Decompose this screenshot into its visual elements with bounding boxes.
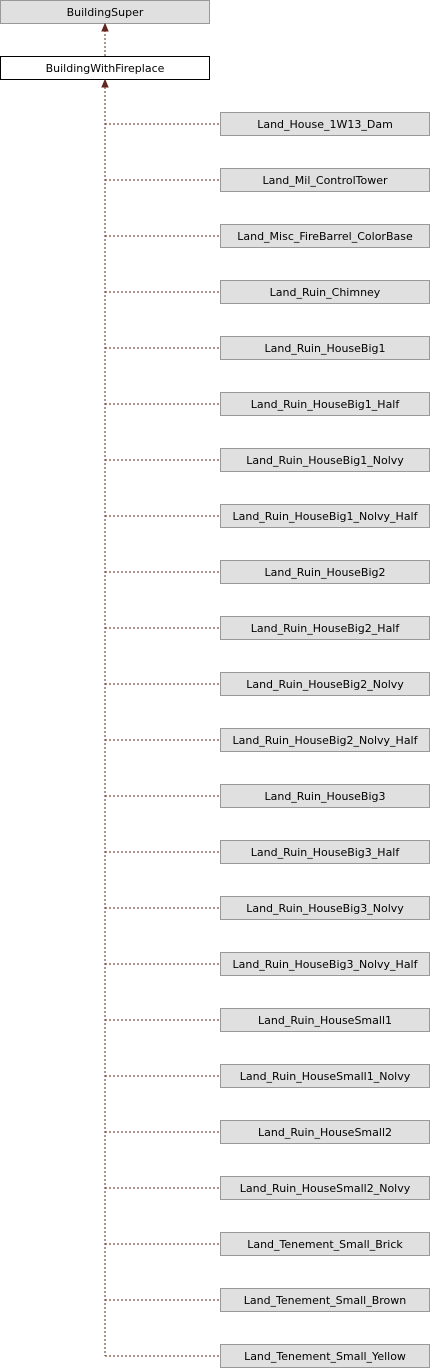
children-trunk-arrow <box>101 78 109 88</box>
derived-class-label: Land_Ruin_HouseBig2_Nolvy_Half <box>232 734 418 747</box>
derived-class-node[interactable]: Land_Ruin_HouseSmall1 <box>220 1008 430 1032</box>
derived-class-label: Land_Ruin_HouseBig3_Nolvy_Half <box>232 958 418 971</box>
derived-class-node[interactable]: Land_Ruin_HouseBig1_Half <box>220 392 430 416</box>
derived-class-label: Land_Tenement_Small_Yellow <box>244 1350 406 1363</box>
derived-class-label: Land_Ruin_HouseSmall1_Nolvy <box>240 1070 411 1083</box>
derived-class-node[interactable]: Land_Ruin_HouseBig3 <box>220 784 430 808</box>
derived-class-node[interactable]: Land_Tenement_Small_Brick <box>220 1232 430 1256</box>
derived-class-label: Land_Ruin_Chimney <box>270 286 381 299</box>
derived-class-label: Land_Misc_FireBarrel_ColorBase <box>237 230 413 243</box>
derived-class-node[interactable]: Land_Tenement_Small_Yellow <box>220 1344 430 1368</box>
derived-class-node[interactable]: Land_Ruin_HouseBig2 <box>220 560 430 584</box>
derived-class-node[interactable]: Land_Ruin_HouseSmall2_Nolvy <box>220 1176 430 1200</box>
derived-class-label: Land_Ruin_HouseBig1_Half <box>251 398 401 411</box>
derived-class-node[interactable]: Land_Ruin_HouseBig2_Nolvy_Half <box>220 728 430 752</box>
derived-class-label: Land_Tenement_Small_Brick <box>247 1238 403 1251</box>
derived-class-node[interactable]: Land_House_1W13_Dam <box>220 112 430 136</box>
derived-class-label: Land_Ruin_HouseBig3_Nolvy <box>246 902 404 915</box>
derived-class-label: Land_Ruin_HouseBig3_Half <box>251 846 401 859</box>
derived-class-node[interactable]: Land_Ruin_Chimney <box>220 280 430 304</box>
derived-class-node[interactable]: Land_Mil_ControlTower <box>220 168 430 192</box>
derived-class-label: Land_Ruin_HouseBig1_Nolvy <box>246 454 404 467</box>
derived-class-label: Land_Ruin_HouseBig2_Nolvy <box>246 678 404 691</box>
derived-class-node[interactable]: Land_Tenement_Small_Brown <box>220 1288 430 1312</box>
derived-class-label: Land_Ruin_HouseBig2 <box>264 566 385 579</box>
derived-class-label: Land_Ruin_HouseSmall2_Nolvy <box>240 1182 411 1195</box>
derived-class-node[interactable]: Land_Ruin_HouseBig2_Half <box>220 616 430 640</box>
derived-class-node[interactable]: Land_Ruin_HouseBig3_Nolvy <box>220 896 430 920</box>
current-class-label: BuildingWithFireplace <box>46 62 165 75</box>
derived-class-node[interactable]: Land_Ruin_HouseBig1_Nolvy_Half <box>220 504 430 528</box>
derived-class-label: Land_Ruin_HouseBig1 <box>264 342 385 355</box>
derived-class-label: Land_Ruin_HouseSmall1 <box>258 1014 392 1027</box>
derived-class-node[interactable]: Land_Ruin_HouseBig1 <box>220 336 430 360</box>
derived-class-node[interactable]: Land_Ruin_HouseSmall1_Nolvy <box>220 1064 430 1088</box>
derived-class-label: Land_House_1W13_Dam <box>257 118 393 131</box>
derived-class-node[interactable]: Land_Ruin_HouseBig2_Nolvy <box>220 672 430 696</box>
derived-class-label: Land_Ruin_HouseBig3 <box>264 790 385 803</box>
derived-class-node[interactable]: Land_Misc_FireBarrel_ColorBase <box>220 224 430 248</box>
derived-class-label: Land_Ruin_HouseSmall2 <box>258 1126 392 1139</box>
derived-class-label: Land_Ruin_HouseBig1_Nolvy_Half <box>232 510 418 523</box>
base-class-label: BuildingSuper <box>67 6 144 19</box>
derived-class-label: Land_Ruin_HouseBig2_Half <box>251 622 401 635</box>
derived-classes: Land_House_1W13_DamLand_Mil_ControlTower… <box>105 112 430 1368</box>
derived-class-node[interactable]: Land_Ruin_HouseBig1_Nolvy <box>220 448 430 472</box>
derived-class-node[interactable]: Land_Ruin_HouseSmall2 <box>220 1120 430 1144</box>
derived-class-label: Land_Tenement_Small_Brown <box>244 1294 407 1307</box>
derived-class-label: Land_Mil_ControlTower <box>262 174 388 187</box>
edge-to-base-arrow <box>101 22 109 32</box>
derived-class-node[interactable]: Land_Ruin_HouseBig3_Half <box>220 840 430 864</box>
current-class-node[interactable]: BuildingWithFireplace <box>0 56 210 80</box>
derived-class-node[interactable]: Land_Ruin_HouseBig3_Nolvy_Half <box>220 952 430 976</box>
base-class-node[interactable]: BuildingSuper <box>0 0 210 24</box>
